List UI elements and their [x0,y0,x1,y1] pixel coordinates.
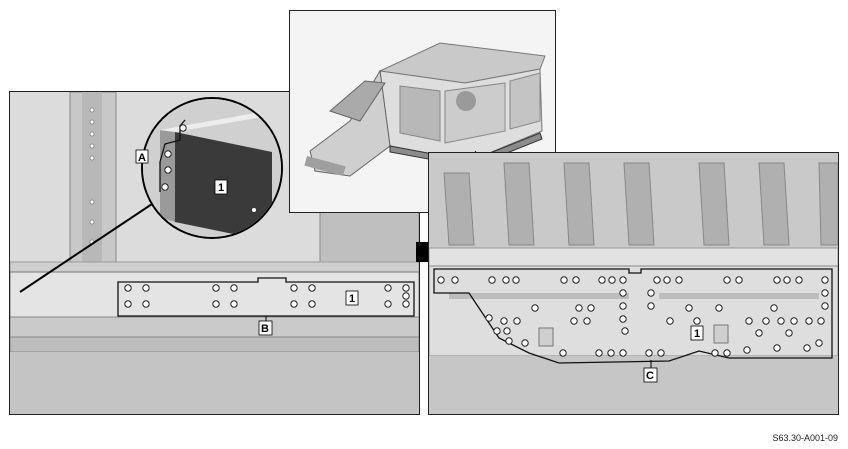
right-floor-panel: C 1 [428,152,839,415]
callout-b: B [258,320,273,336]
callout-right-1: 1 [690,325,704,341]
callout-a: A [135,149,149,164]
callout-zoom-1-text: 1 [218,182,224,194]
spot-welds-left [124,284,410,308]
right-floor-illustration: C 1 [429,153,838,414]
callout-c-text: C [646,370,654,382]
left-sill-illustration: A 1 1 B [10,92,419,414]
callout-b-text: B [261,323,269,335]
callout-zoom-1: 1 [214,179,228,195]
weld-region-c-outline [433,268,833,364]
callout-left-1-text: 1 [349,293,355,305]
spot-welds-right [437,276,829,357]
callout-left-1: 1 [345,290,359,306]
figure-reference: S63.30-A001-09 [772,433,838,443]
weld-region-b-outline [117,277,415,317]
callout-c: C [643,367,658,383]
callout-a-text: A [138,152,146,164]
callout-right-1-text: 1 [694,328,700,340]
